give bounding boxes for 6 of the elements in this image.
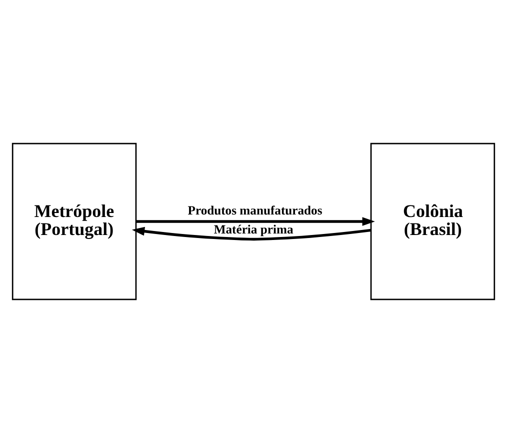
arrow xyxy=(132,226,372,241)
edge-label: Produtos manufaturados xyxy=(188,203,322,218)
edge-label: Matéria prima xyxy=(214,222,294,236)
node-box: Metrópole (Portugal) xyxy=(12,142,137,300)
node-box: Colônia (Brasil) xyxy=(370,142,496,300)
arrow xyxy=(136,217,375,226)
